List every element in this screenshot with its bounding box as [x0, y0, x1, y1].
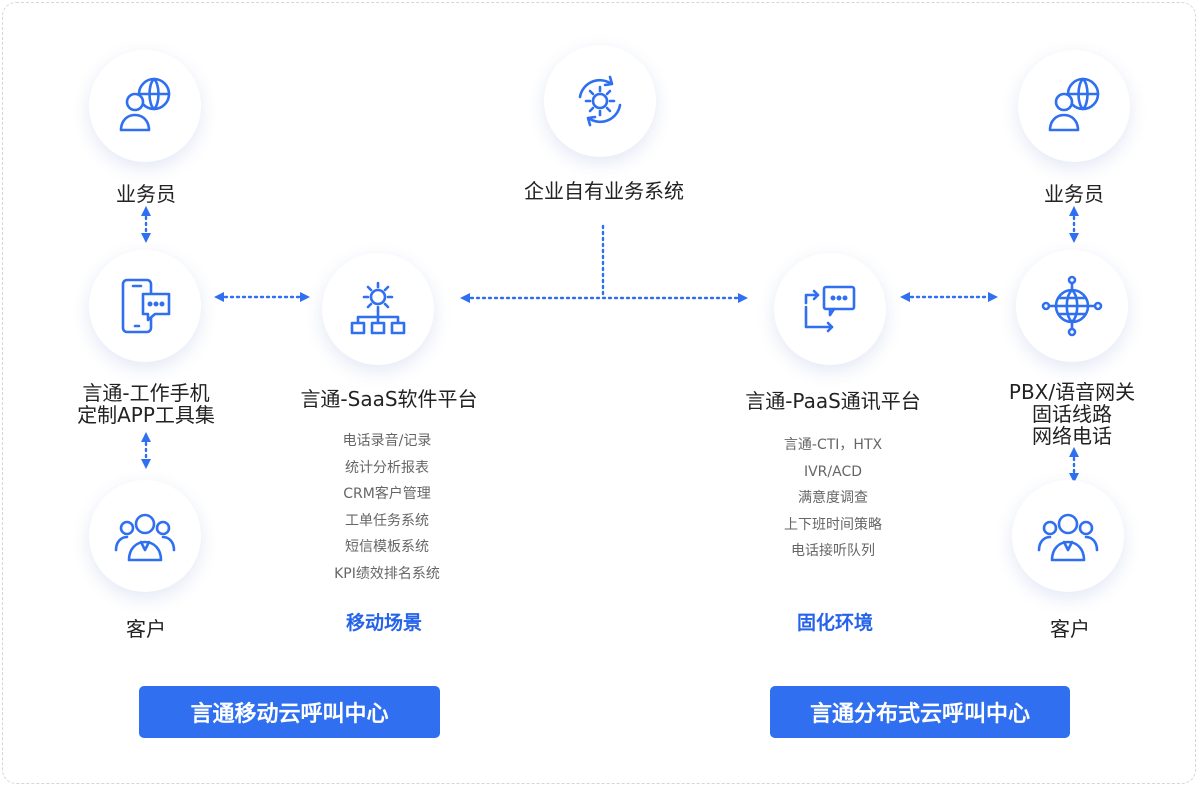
paas-feature-item: 言通-CTI，HTX — [783, 437, 883, 453]
left-salesperson-node — [89, 50, 201, 162]
saas-node — [322, 253, 434, 365]
right-customer-label: 客户 — [1050, 617, 1090, 641]
saas-label: 言通-SaaS软件平台 — [300, 387, 478, 411]
paas-label: 言通-PaaS通讯平台 — [745, 389, 921, 413]
mobile-call-center-button[interactable]: 言通移动云呼叫中心 — [139, 686, 440, 738]
paas-feature-list: 言通-CTI，HTX IVR/ACD 满意度调查 上下班时间策略 电话接听队列 — [784, 432, 882, 565]
left-app-label: 言通-工作手机 定制APP工具集 — [77, 382, 215, 426]
left-app-line-2: 定制APP工具集 — [77, 403, 215, 427]
gear-network-icon — [350, 281, 406, 335]
right-gateway-line-2: 固话线路 — [1031, 402, 1112, 426]
saas-feature-list: 电话录音/记录 统计分析报表 CRM客户管理 工单任务系统 短信模板系统 KPI… — [334, 428, 440, 588]
right-gateway-line-1: PBX/语音网关 — [1008, 380, 1136, 404]
paas-feature-item: 电话接听队列 — [791, 543, 875, 560]
enterprise-label: 企业自有业务系统 — [524, 179, 684, 203]
paas-feature-item: 上下班时间策略 — [784, 516, 882, 533]
globe-network-icon — [1041, 275, 1103, 337]
phone-chat-icon — [121, 278, 171, 334]
paas-feature-item: 满意度调查 — [798, 490, 868, 507]
left-salesperson-label: 业务员 — [116, 182, 176, 206]
customer-group-icon — [114, 513, 176, 562]
left-customer-label: 客户 — [126, 617, 166, 641]
customer-group-icon — [1037, 513, 1099, 562]
paas-feature-item: IVR/ACD — [803, 463, 863, 480]
mobile-scene-label: 移动场景 — [345, 612, 423, 634]
person-globe-icon — [1048, 77, 1100, 132]
saas-feature-item: CRM客户管理 — [343, 486, 431, 503]
left-app-node — [89, 250, 201, 362]
right-gateway-node — [1016, 250, 1128, 362]
paas-node — [774, 253, 886, 365]
cycle-gear-icon — [578, 75, 622, 127]
left-app-line-1: 言通-工作手机 — [82, 381, 210, 405]
saas-feature-item: KPI绩效排名系统 — [334, 565, 440, 582]
fixed-scene-label: 固化环境 — [796, 612, 874, 634]
right-salesperson-label: 业务员 — [1044, 182, 1104, 206]
message-exchange-icon — [804, 285, 856, 333]
right-salesperson-node — [1018, 50, 1130, 162]
right-gateway-label: PBX/语音网关 固话线路 网络电话 — [1009, 381, 1135, 447]
distributed-call-center-button[interactable]: 言通分布式云呼叫中心 — [770, 686, 1070, 738]
saas-feature-item: 统计分析报表 — [344, 459, 429, 476]
saas-feature-item: 短信模板系统 — [344, 539, 429, 556]
right-customer-node — [1012, 480, 1124, 592]
person-globe-icon — [119, 77, 171, 132]
left-customer-node — [89, 480, 201, 592]
saas-feature-item: 电话录音/记录 — [342, 433, 432, 449]
right-gateway-line-3: 网络电话 — [1031, 424, 1112, 448]
saas-feature-item: 工单任务系统 — [344, 512, 429, 529]
enterprise-node — [544, 45, 656, 157]
